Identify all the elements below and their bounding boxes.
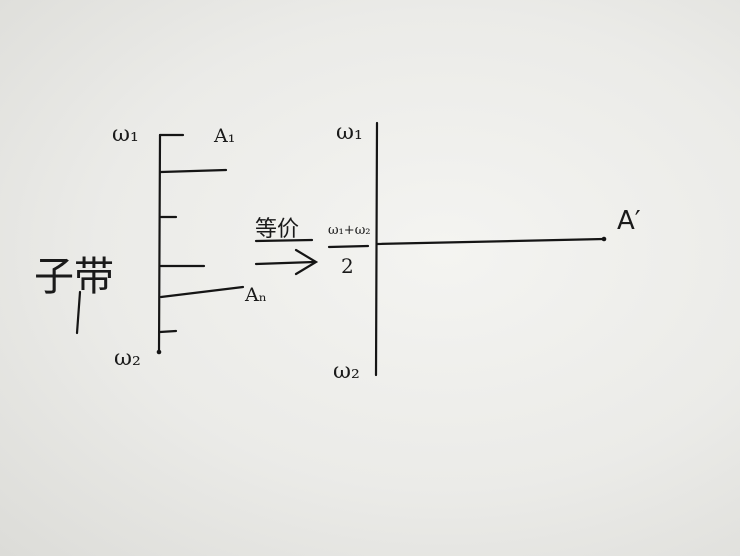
equivalence-arrowhead	[294, 248, 319, 276]
subband-label-tail	[75, 290, 82, 335]
center-frequency-denominator: 2	[341, 254, 354, 278]
component-a1-label: A₁	[213, 125, 235, 147]
component-an-label: Aₙ	[244, 284, 267, 306]
left-frequency-axis	[157, 133, 162, 354]
equivalent-component-label: A′	[617, 206, 641, 236]
right-omega1-label: ω₁	[336, 120, 363, 145]
left-omega2-label: ω₂	[114, 346, 141, 371]
equivalence-label: 等价	[255, 217, 299, 242]
left-tick-2	[159, 168, 228, 174]
right-frequency-axis	[374, 121, 379, 377]
equivalent-component-end-dot	[601, 236, 607, 242]
equivalent-component-line	[375, 237, 606, 246]
equivalence-arrow-shaft	[254, 260, 316, 266]
right-omega2-label: ω₂	[333, 359, 360, 384]
left-tick-6	[158, 329, 178, 334]
equivalence-underline	[254, 238, 314, 243]
subband-label: 子带	[34, 254, 114, 300]
center-frequency-fraction-bar	[327, 244, 370, 249]
center-frequency-numerator: ω₁+ω₂	[328, 223, 371, 238]
left-tick-an	[159, 285, 245, 299]
left-axis-end-dot	[156, 349, 162, 355]
left-omega1-label: ω₁	[112, 122, 139, 147]
